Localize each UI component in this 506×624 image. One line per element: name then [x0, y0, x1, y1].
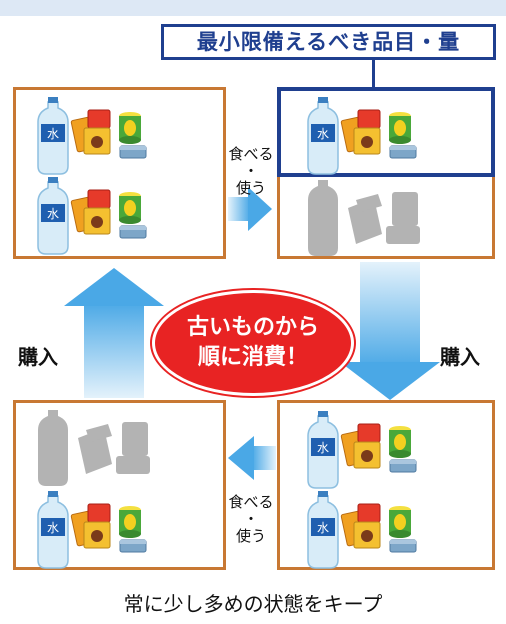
- stock-row-1: [37, 96, 147, 175]
- eat-use-label-top: 食べる ・ 使う: [228, 145, 274, 197]
- consumed-silhouette: [308, 180, 420, 256]
- arrow-left-bottom: [228, 436, 276, 480]
- minimum-stock-row: [307, 96, 417, 175]
- buy-label-left: 購入: [18, 345, 58, 369]
- arrow-right-top: [228, 187, 272, 231]
- remaining-stock-row: [37, 490, 147, 569]
- minimum-stock-highlight: [277, 87, 495, 177]
- stock-row-2: [37, 176, 147, 255]
- top-band: [0, 0, 506, 16]
- callout-connector: [372, 60, 375, 88]
- eat-use-label-bottom: 食べる ・ 使う: [228, 493, 274, 545]
- restocked-row-2: [307, 490, 417, 569]
- arrow-down-right: [340, 262, 440, 400]
- consume-oldest-first-badge: 古いものから 順に消費！: [152, 290, 354, 396]
- restocked-row-1: [307, 410, 417, 489]
- footer-caption: 常に少し多めの状態をキープ: [123, 592, 383, 616]
- minimum-items-callout: 最小限備えるべき品目・量: [161, 24, 496, 60]
- arrow-up-left: [64, 268, 164, 398]
- badge-line-2: 順に消費！: [197, 345, 308, 370]
- badge-line-1: 古いものから: [186, 315, 319, 340]
- consumed-silhouette-bottom: [38, 410, 150, 486]
- buy-label-right: 購入: [440, 345, 480, 369]
